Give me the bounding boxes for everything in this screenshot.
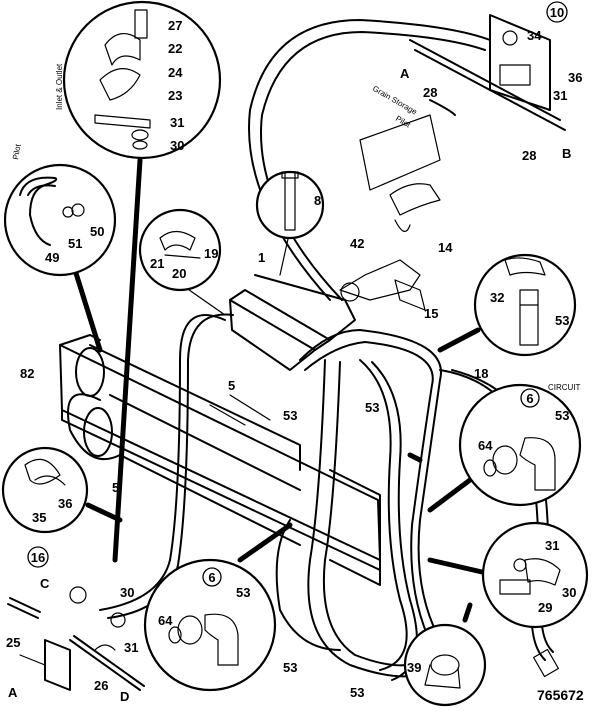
label: 29 [538,600,552,615]
label: 31 [170,115,184,130]
label: 39 [407,660,421,675]
label: 23 [168,88,182,103]
label: 28 [522,148,536,163]
label: 53 [283,408,297,423]
label: 15 [424,306,438,321]
label: 64 [478,438,493,453]
label: 30 [170,138,184,153]
label: B [562,146,571,161]
label: D [120,689,129,704]
detail-circle-tee [481,521,589,629]
fitting-cluster [209,259,426,426]
label: 53 [365,400,379,415]
label: 27 [168,18,182,33]
hose-end-cap [532,648,560,678]
note-pilot-center: Pilot [394,114,413,130]
label: 18 [474,366,488,381]
detail-circle-ring [403,623,487,707]
svg-text:10: 10 [550,5,564,20]
label: 53 [555,313,569,328]
detail-circle-bracket [138,208,222,292]
label: 26 [94,678,108,693]
label: 5 [228,378,235,393]
lower-bracket [7,586,145,691]
label: 32 [490,290,504,305]
label: 50 [90,224,104,239]
label: 20 [172,266,186,281]
detail-circle-clamp [62,0,222,160]
label: A [400,66,410,81]
note-grain-storage: Grain Storage [371,84,419,117]
detail-circle-fitting-bottom [143,558,277,692]
pump-mount [359,14,566,232]
label: 14 [438,240,453,255]
svg-text:16: 16 [31,550,45,565]
label: 30 [562,585,576,600]
label: 1 [258,250,265,265]
label: 53 [236,585,250,600]
detail-circle-bolt [255,170,325,240]
label: 34 [527,28,542,43]
detail-circle-fitting-right [458,383,582,507]
label: C [40,576,50,591]
circled-reference-6a: 6 [520,388,540,408]
label: 28 [423,85,437,100]
circled-reference-10: 10 [546,1,568,23]
label: 22 [168,41,182,56]
label: 53 [283,660,297,675]
label: 31 [553,88,567,103]
label: 8 [314,193,321,208]
label: 51 [68,236,82,251]
label: 19 [204,246,218,261]
label: 31 [124,640,138,655]
figure-number: 765672 [537,687,584,703]
label: 25 [6,635,20,650]
label: 31 [545,538,559,553]
label: 21 [150,256,164,271]
svg-text:6: 6 [208,570,215,585]
note-pilot-left: Pilot [11,143,23,161]
chassis-frame [59,274,381,586]
label: 82 [20,366,34,381]
label: 53 [350,685,364,700]
label: 35 [32,510,46,525]
note-circuit: CIRCUIT [548,383,581,392]
svg-text:6: 6 [526,391,533,406]
label: 24 [168,65,183,80]
label: 5 [112,480,119,495]
label: 36 [58,496,72,511]
label: 53 [555,408,569,423]
circled-reference-6b: 6 [202,567,222,587]
note-inlet-outlet: Inlet & Outlet [55,63,64,110]
label: 64 [158,613,173,628]
circled-reference-16: 16 [27,546,49,568]
detail-circle-elbow [473,253,577,357]
label: 30 [120,585,134,600]
detail-circle-pipe [3,163,117,277]
label: 49 [45,250,59,265]
label: 36 [568,70,582,85]
label: 42 [350,236,364,251]
label: A [8,685,18,700]
detail-circle-clip [1,446,89,534]
part-labels: 27 22 24 23 31 30 34 36 31 28 28 A B 49 … [6,18,582,704]
